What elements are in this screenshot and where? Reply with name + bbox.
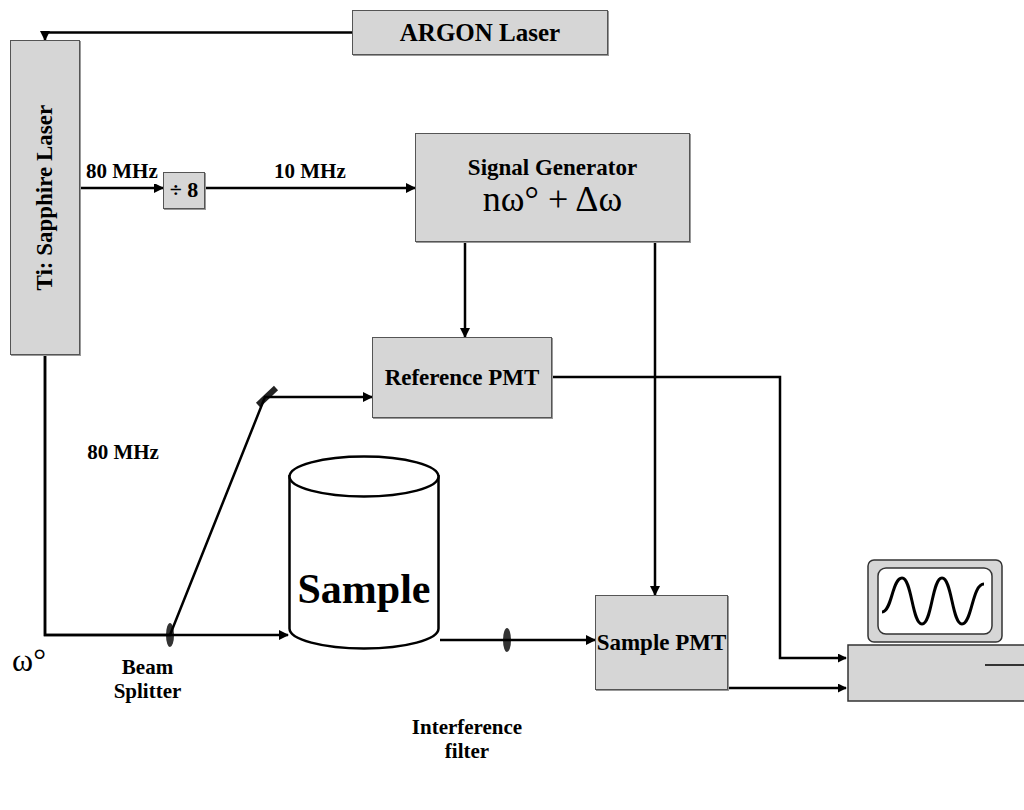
- beam-arrow: [80, 187, 163, 190]
- node-title: Sample PMT: [597, 630, 727, 655]
- frequency-symbol: ω°: [4, 642, 54, 679]
- beam-arrow: [440, 639, 595, 642]
- laser-box: ARGON Laser: [352, 10, 608, 55]
- detector-box: Reference PMT: [372, 337, 552, 418]
- cylinder-outline: [288, 455, 440, 650]
- divider-box: ÷ 8: [163, 172, 205, 209]
- generator-box: Signal Generatornω° + Δω: [415, 133, 690, 242]
- frequency-label: 80 MHz: [84, 159, 160, 184]
- beam-arrow: [464, 242, 467, 337]
- part-label: Interference filter: [392, 715, 542, 763]
- node-title: Reference PMT: [385, 365, 540, 390]
- computer-icon: [848, 560, 1024, 701]
- node-formula: nω° + Δω: [483, 180, 622, 220]
- part-label: Beam Splitter: [100, 655, 195, 703]
- frequency-label: 80 MHz: [78, 440, 168, 464]
- node-title: Signal Generator: [468, 155, 637, 180]
- beam-arrow: [654, 242, 657, 595]
- node-title: Ti: Sapphire Laser: [32, 105, 57, 291]
- signal-wire: [719, 687, 846, 690]
- laser-box: Ti: Sapphire Laser: [10, 40, 80, 355]
- beam-arrow: [45, 33, 352, 41]
- node-title: Sample: [297, 566, 430, 612]
- node-title: ARGON Laser: [400, 19, 560, 47]
- beam-arrow: [205, 187, 415, 190]
- beam-arrow: [45, 355, 288, 635]
- detector-box: Sample PMT: [595, 595, 728, 690]
- node-title: ÷ 8: [170, 178, 199, 202]
- frequency-label: 10 MHz: [272, 159, 348, 184]
- sample-cylinder: Sample: [288, 455, 440, 650]
